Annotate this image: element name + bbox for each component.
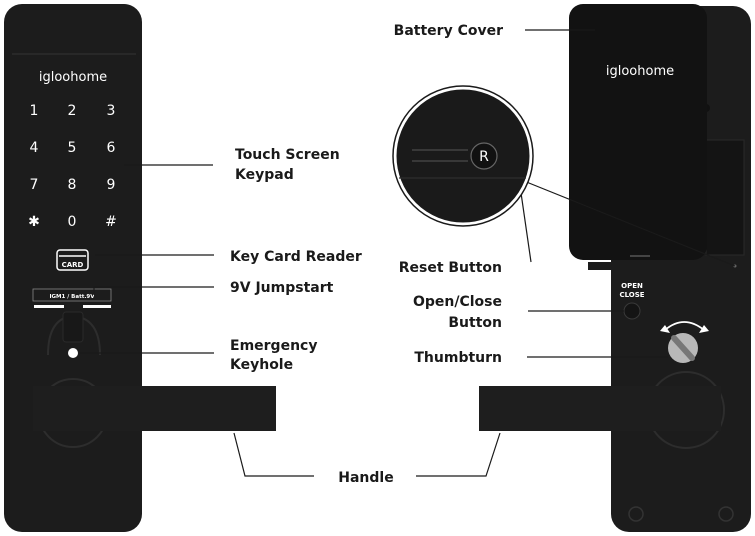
keypad-key[interactable]: ✱ (28, 214, 40, 230)
callout-keypad: Keypad (235, 167, 294, 183)
battery-compartment-window (705, 139, 745, 256)
back-bottom-screw-left (628, 506, 644, 522)
keypad-key[interactable]: 1 (30, 103, 39, 119)
callout-emergency: Emergency (230, 338, 317, 354)
callout-open-close: Open/Close (413, 294, 502, 310)
keypad-key[interactable]: # (105, 214, 117, 230)
callout-touch-screen: Touch Screen (235, 147, 340, 163)
back-handle-bar[interactable] (479, 386, 721, 431)
keypad-key[interactable]: 7 (30, 177, 39, 193)
jumpstart-bracket (32, 288, 112, 302)
callout-keyhole: Keyhole (230, 357, 293, 373)
touch-keypad[interactable]: 1 2 3 4 5 6 7 8 9 ✱ 0 # (28, 103, 117, 230)
open-close-label-top: OPEN (621, 282, 643, 290)
jumpstart-terminal-left (34, 305, 64, 308)
leader-handle-left (233, 432, 314, 477)
rotate-arrow-head-left (660, 325, 670, 333)
card-icon (56, 249, 89, 271)
magnifier-circle (393, 86, 533, 226)
emergency-keyhole[interactable] (68, 348, 78, 358)
front-lock: igloohome 1 2 3 4 5 6 7 8 9 ✱ 0 # CARD I… (4, 4, 142, 532)
reset-button-icon[interactable] (470, 142, 498, 170)
back-lower-strip (588, 262, 744, 270)
callout-battery-cover: Battery Cover (394, 23, 503, 39)
magnifier-outline (392, 85, 534, 227)
callout-jumpstart: 9V Jumpstart (230, 280, 334, 296)
rotate-arrow-icon (664, 321, 705, 331)
card-label: CARD (62, 261, 84, 269)
reset-button-key: R (479, 149, 489, 165)
back-bottom-screw-right (718, 506, 734, 522)
magnifier-connector-top (518, 178, 736, 267)
keypad-key[interactable]: 5 (68, 140, 77, 156)
thumbturn-grip (671, 335, 695, 361)
keypad-key[interactable]: 2 (68, 103, 77, 119)
front-brand-logo: igloohome (39, 70, 107, 85)
keypad-key[interactable]: 6 (107, 140, 116, 156)
keypad-key[interactable]: 3 (107, 103, 116, 119)
battery-cover-panel (569, 4, 707, 260)
callout-reset-button: Reset Button (399, 260, 502, 276)
callout-handle: Handle (338, 470, 393, 486)
battery-cover[interactable]: igloohome (569, 4, 707, 260)
reset-magnifier: R (392, 85, 736, 267)
rotate-arrow-head-right (699, 325, 709, 333)
callout-key-card-reader: Key Card Reader (230, 249, 362, 265)
open-close-button[interactable] (623, 302, 641, 320)
leader-handle-right (416, 432, 501, 477)
callout-thumbturn: Thumbturn (414, 350, 502, 366)
leader-jumpstart (93, 286, 214, 295)
card-reader[interactable]: CARD (56, 249, 89, 271)
jumpstart-label: IGM1 / Batt.9V (49, 294, 95, 300)
front-handle-bar[interactable] (33, 386, 276, 431)
jumpstart-terminal-right (83, 305, 111, 308)
open-close-label-bottom: CLOSE (619, 291, 644, 299)
thumbturn[interactable] (668, 333, 698, 363)
handle-neck (62, 311, 84, 343)
keypad-key[interactable]: 4 (30, 140, 39, 156)
back-lock: igloohome OPEN CLOSE (569, 4, 751, 532)
keypad-key[interactable]: 0 (68, 214, 77, 230)
keypad-key[interactable]: 9 (107, 177, 116, 193)
jumpstart-terminals[interactable]: IGM1 / Batt.9V (32, 288, 112, 308)
keypad-key[interactable]: 8 (68, 177, 77, 193)
back-brand-logo: igloohome (606, 64, 674, 79)
callout-button: Button (448, 315, 502, 331)
